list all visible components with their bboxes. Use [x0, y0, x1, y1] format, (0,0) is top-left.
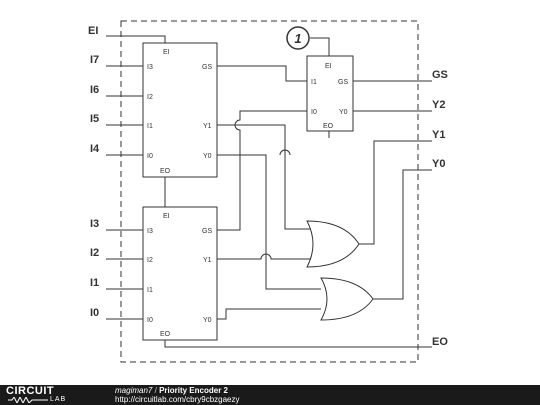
- output-labels: GS Y2 Y1 Y0 EO: [432, 69, 448, 348]
- logo-wave-icon: [8, 397, 48, 403]
- input-label-i5: I5: [90, 113, 99, 125]
- wires: [106, 35, 432, 348]
- circuit-url-link[interactable]: http://circuitlab.com/cbry9cbzgaezy: [115, 395, 240, 404]
- lower-pin-gs: GS: [202, 228, 212, 235]
- small-pin-eo: EO: [323, 123, 334, 130]
- upper-pin-i0: I0: [147, 153, 153, 160]
- input-label-i2: I2: [90, 247, 99, 259]
- small-pin-i1: I1: [311, 79, 317, 86]
- lower-pin-i3: I3: [147, 228, 153, 235]
- upper-pin-gs: GS: [202, 64, 212, 71]
- input-labels: EI I7 I6 I5 I4 I3 I2 I1 I0: [88, 25, 100, 319]
- footer-bar: CIRCUIT LAB magiman7 / Priority Encoder …: [0, 385, 540, 405]
- lower-pin-ei: EI: [163, 213, 170, 220]
- author-link[interactable]: magiman7: [115, 386, 153, 395]
- lower-pin-i1: I1: [147, 287, 153, 294]
- lower-pin-y1: Y1: [203, 257, 212, 264]
- credit-line: magiman7 / Priority Encoder 2: [115, 386, 228, 395]
- wire-hops: [279, 149, 291, 156]
- lower-pin-i2: I2: [147, 257, 153, 264]
- input-label-i4: I4: [90, 143, 100, 155]
- block-number-marker: 1: [286, 26, 310, 50]
- upper-pin-i3: I3: [147, 64, 153, 71]
- logo-text-bottom: LAB: [50, 396, 67, 403]
- lower-pin-y0: Y0: [203, 317, 212, 324]
- lower-priority-encoder: EI I3 I2 I1 I0 GS Y1 Y0 EO: [142, 206, 218, 341]
- lower-pin-eo: EO: [160, 331, 171, 338]
- input-label-i3: I3: [90, 218, 99, 230]
- small-pin-y0: Y0: [339, 109, 348, 116]
- circuitlab-logo[interactable]: CIRCUIT LAB: [6, 386, 92, 404]
- small-pin-ei: EI: [325, 63, 332, 70]
- upper-pin-y1: Y1: [203, 123, 212, 130]
- schematic: EI I3 I2 I1 I0 GS Y1 Y0 EO EI I3 I2 I1 I…: [88, 20, 448, 363]
- output-label-y1: Y1: [432, 129, 445, 141]
- output-label-y2: Y2: [432, 99, 445, 111]
- output-label-y0: Y0: [432, 158, 445, 170]
- input-label-i0: I0: [90, 307, 99, 319]
- upper-pin-ei: EI: [163, 49, 170, 56]
- or-gate-y1: [306, 220, 360, 268]
- upper-pin-y0: Y0: [203, 153, 212, 160]
- input-label-i1: I1: [90, 277, 99, 289]
- upper-pin-eo: EO: [160, 168, 171, 175]
- upper-pin-i1: I1: [147, 123, 153, 130]
- credit-separator: /: [154, 386, 157, 395]
- lower-pin-i0: I0: [147, 317, 153, 324]
- input-label-i7: I7: [90, 54, 99, 66]
- upper-priority-encoder: EI I3 I2 I1 I0 GS Y1 Y0 EO: [142, 42, 218, 178]
- small-priority-encoder: EI I1 I0 GS Y0 EO: [306, 55, 354, 132]
- upper-pin-i2: I2: [147, 94, 153, 101]
- block-number: 1: [294, 31, 301, 46]
- circuit-title: Priority Encoder 2: [159, 386, 228, 395]
- or-gate-y0: [320, 277, 374, 321]
- small-pin-gs: GS: [338, 79, 348, 86]
- input-label-i6: I6: [90, 84, 99, 96]
- input-label-ei: EI: [88, 25, 98, 37]
- small-pin-i0: I0: [311, 109, 317, 116]
- logo-text-top: CIRCUIT: [6, 385, 55, 397]
- output-label-gs: GS: [432, 69, 448, 81]
- output-label-eo: EO: [432, 336, 448, 348]
- module-boundary: [120, 20, 419, 363]
